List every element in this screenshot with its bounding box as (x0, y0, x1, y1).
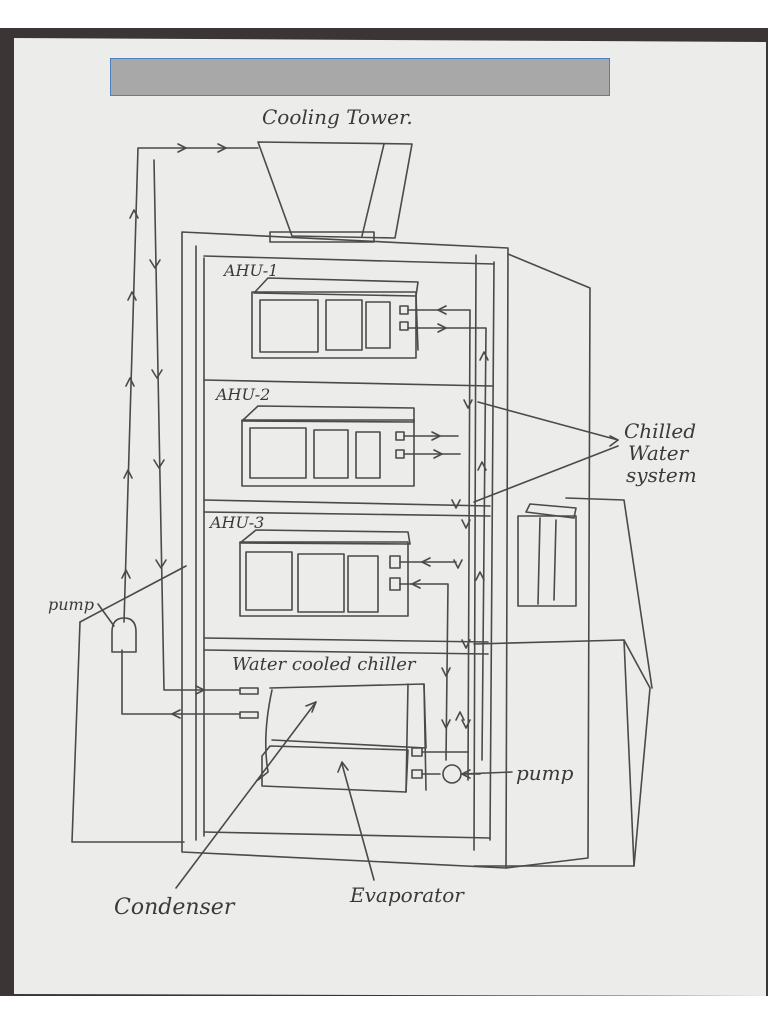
ahu2-label: AHU-2 (214, 385, 270, 404)
chilled-water-risers (399, 305, 489, 781)
ahu3-label: AHU-3 (208, 513, 264, 532)
chiller-label: Water cooled chiller (232, 654, 417, 675)
chilled-water-label-line3: system (626, 463, 697, 487)
chilled-water-label-line2: Water (628, 441, 690, 465)
ahu2-unit (241, 405, 415, 487)
ahu1-unit (251, 277, 419, 359)
building-outline (181, 231, 591, 869)
ahu1-label: AHU-1 (222, 261, 278, 280)
leader-lines (97, 401, 619, 889)
left-pump-label: pump (48, 595, 94, 614)
side-cabinet (517, 503, 577, 607)
base-platform (71, 497, 653, 867)
ahu3-unit (239, 529, 411, 617)
condenser-water-loop (121, 143, 259, 719)
cooling-tower-label: Cooling Tower. (262, 105, 413, 129)
paper-sheet (14, 38, 766, 996)
condenser-label: Condenser (114, 895, 236, 920)
title-redaction-box (110, 58, 610, 96)
right-pump-label: pump (516, 761, 574, 785)
evaporator-label: Evaporator (349, 883, 465, 907)
chilled-water-label-line1: Chilled (624, 419, 696, 443)
water-cooled-chiller (239, 683, 462, 793)
